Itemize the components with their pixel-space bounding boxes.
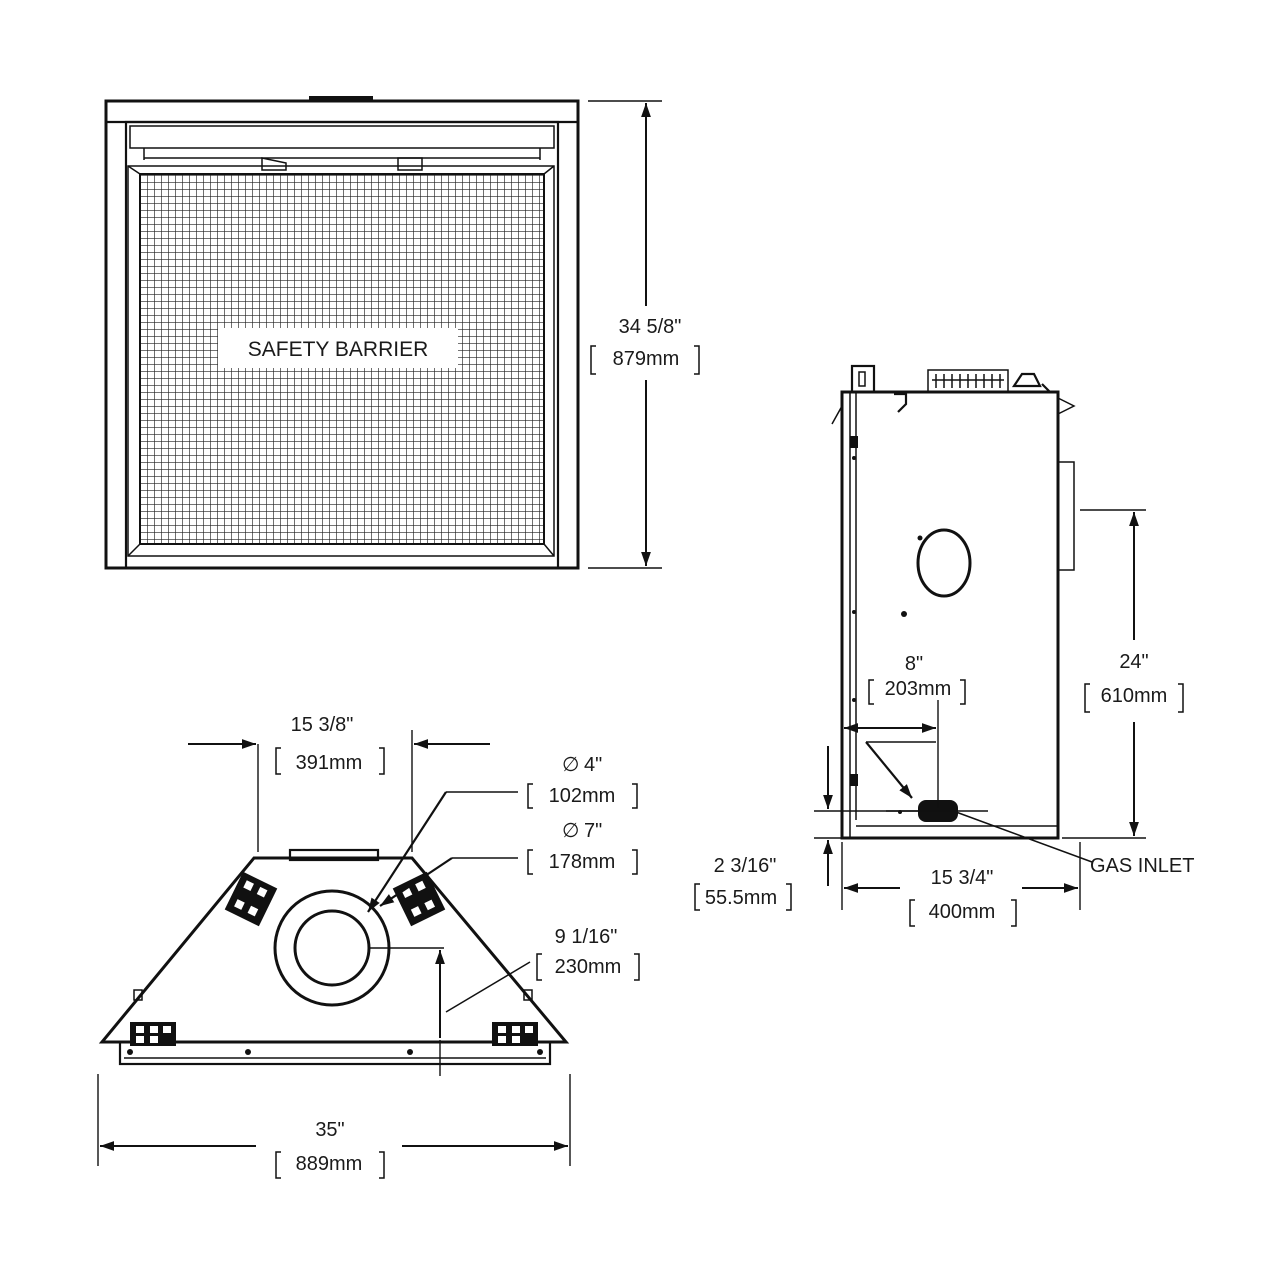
- top-depth-inches: 9 1/16": [555, 926, 618, 948]
- outer-dia-symbol: ∅: [562, 820, 579, 842]
- front-height-mm: 879mm: [613, 348, 680, 370]
- side-depth-mm: 400mm: [929, 901, 996, 923]
- gas-height-mm: 55.5mm: [705, 887, 777, 909]
- side-vent-opening: [916, 528, 972, 598]
- inner-dia-symbol: ∅: [562, 754, 579, 776]
- front-inner-frame: [124, 120, 560, 570]
- vent-height-inches: 24": [1119, 651, 1148, 673]
- inner-dia-inches: 4": [584, 754, 602, 776]
- collar-offset-mm: 391mm: [296, 752, 363, 774]
- gas-offset-inches: 8": [905, 653, 923, 675]
- collar-offset-inches: 15 3/8": [291, 714, 354, 736]
- outer-dia-mm: 178mm: [549, 851, 616, 873]
- top-width-inches: 35": [315, 1119, 344, 1141]
- top-body-outline: [98, 856, 570, 1044]
- inner-dia-mm: 102mm: [549, 785, 616, 807]
- safety-barrier-label: SAFETY BARRIER: [248, 338, 429, 361]
- safety-barrier-label-box: [218, 328, 458, 368]
- top-grille-bottom-left: [130, 1022, 176, 1046]
- gas-height-inches: 2 3/16": [714, 855, 777, 877]
- side-body: [840, 390, 1060, 840]
- outer-dia-inches: 7": [584, 820, 602, 842]
- side-depth-inches: 15 3/4": [931, 867, 994, 889]
- side-view: 24" 610mm 8" 203mm 2 3/16" 55.5mm GAS IN…: [694, 364, 1194, 927]
- inner-vent-collar: [293, 909, 371, 987]
- front-view: SAFETY BARRIER 34 5/8" 879mm: [104, 96, 700, 570]
- top-view: 15 3/8" 391mm ∅ 4" 102mm ∅ 7" 178mm 9 1/…: [97, 714, 640, 1179]
- gas-offset-mm: 203mm: [885, 678, 952, 700]
- front-height-inches: 34 5/8": [619, 316, 682, 338]
- gas-inlet-label: GAS INLET: [1090, 855, 1194, 877]
- top-grille-left: [224, 871, 278, 927]
- top-width-mm: 889mm: [296, 1153, 363, 1175]
- front-top-collar: [309, 96, 373, 102]
- top-depth-mm: 230mm: [555, 956, 622, 978]
- top-grille-bottom-right: [492, 1022, 538, 1046]
- vent-height-mm: 610mm: [1101, 685, 1168, 707]
